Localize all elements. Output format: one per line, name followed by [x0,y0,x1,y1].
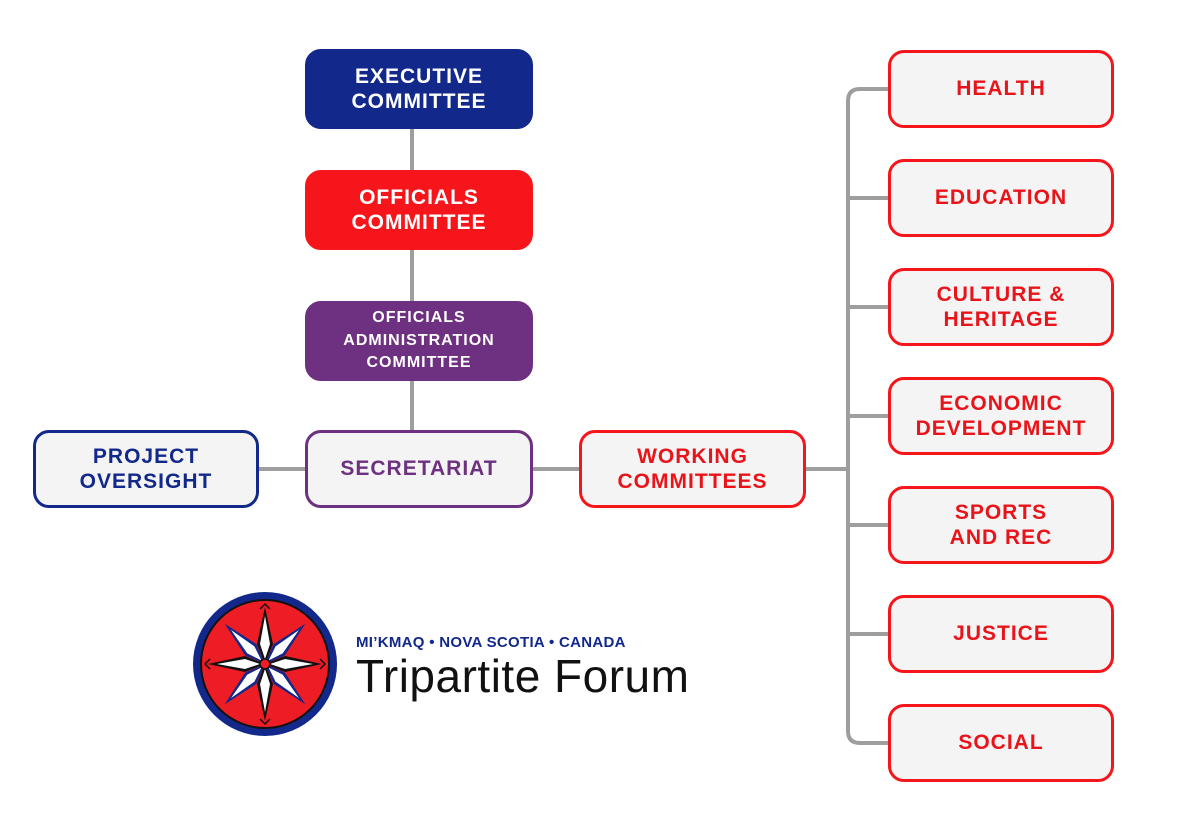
node-label-line: COMMITTEE [351,90,487,113]
logo-subtitle: MI’KMAQ • NOVA SCOTIA • CANADA [356,634,626,651]
officials-administration-committee-node: OFFICIALS ADMINISTRATION COMMITTEE [305,301,533,381]
node-label-line: JUSTICE [953,622,1049,646]
node-label-line: ECONOMIC [939,391,1063,415]
node-label-line: SECRETARIAT [340,457,498,481]
node-label-line: COMMITTEE [351,211,487,234]
node-label-line: EDUCATION [934,186,1068,210]
node-label-line: OFFICIALS [359,185,479,209]
economic-development-committee-node: ECONOMIC DEVELOPMENT [888,377,1114,455]
node-label-line: CULTURE & [936,282,1066,306]
eight-point-star-emblem-icon [193,592,337,736]
node-label-line: ADMINISTRATION [343,331,495,349]
justice-committee-node: JUSTICE [888,595,1114,673]
node-label-line: COMMITTEE [366,354,472,372]
node-label-line: SPORTS [954,500,1048,524]
node-label-line: AND REC [949,526,1053,549]
sports-rec-committee-node: SPORTS AND REC [888,486,1114,564]
node-label-line: DEVELOPMENT [915,417,1087,440]
node-label-line: OVERSIGHT [79,470,213,493]
project-oversight-node: PROJECT OVERSIGHT [33,430,259,508]
education-committee-node: EDUCATION [888,159,1114,237]
culture-heritage-committee-node: CULTURE & HERITAGE [888,268,1114,346]
node-label-line: EXECUTIVE [354,64,484,88]
health-committee-node: HEALTH [888,50,1114,128]
node-label-line: HEALTH [956,77,1046,101]
node-label-line: COMMITTEES [617,470,768,493]
officials-committee-node: OFFICIALS COMMITTEE [305,170,533,250]
social-committee-node: SOCIAL [888,704,1114,782]
working-committees-node: WORKING COMMITTEES [579,430,806,508]
executive-committee-node: EXECUTIVE COMMITTEE [305,49,533,129]
node-label-line: PROJECT [92,444,200,468]
logo-wordmark: MI’KMAQ • NOVA SCOTIA • CANADA Tripartit… [356,634,689,703]
node-label-line: WORKING [637,444,748,468]
logo-title: Tripartite Forum [356,650,690,702]
node-label-line: HERITAGE [943,308,1059,331]
node-label-line: SOCIAL [958,731,1044,755]
secretariat-node: SECRETARIAT [305,430,533,508]
node-label-line: OFFICIALS [372,309,466,327]
